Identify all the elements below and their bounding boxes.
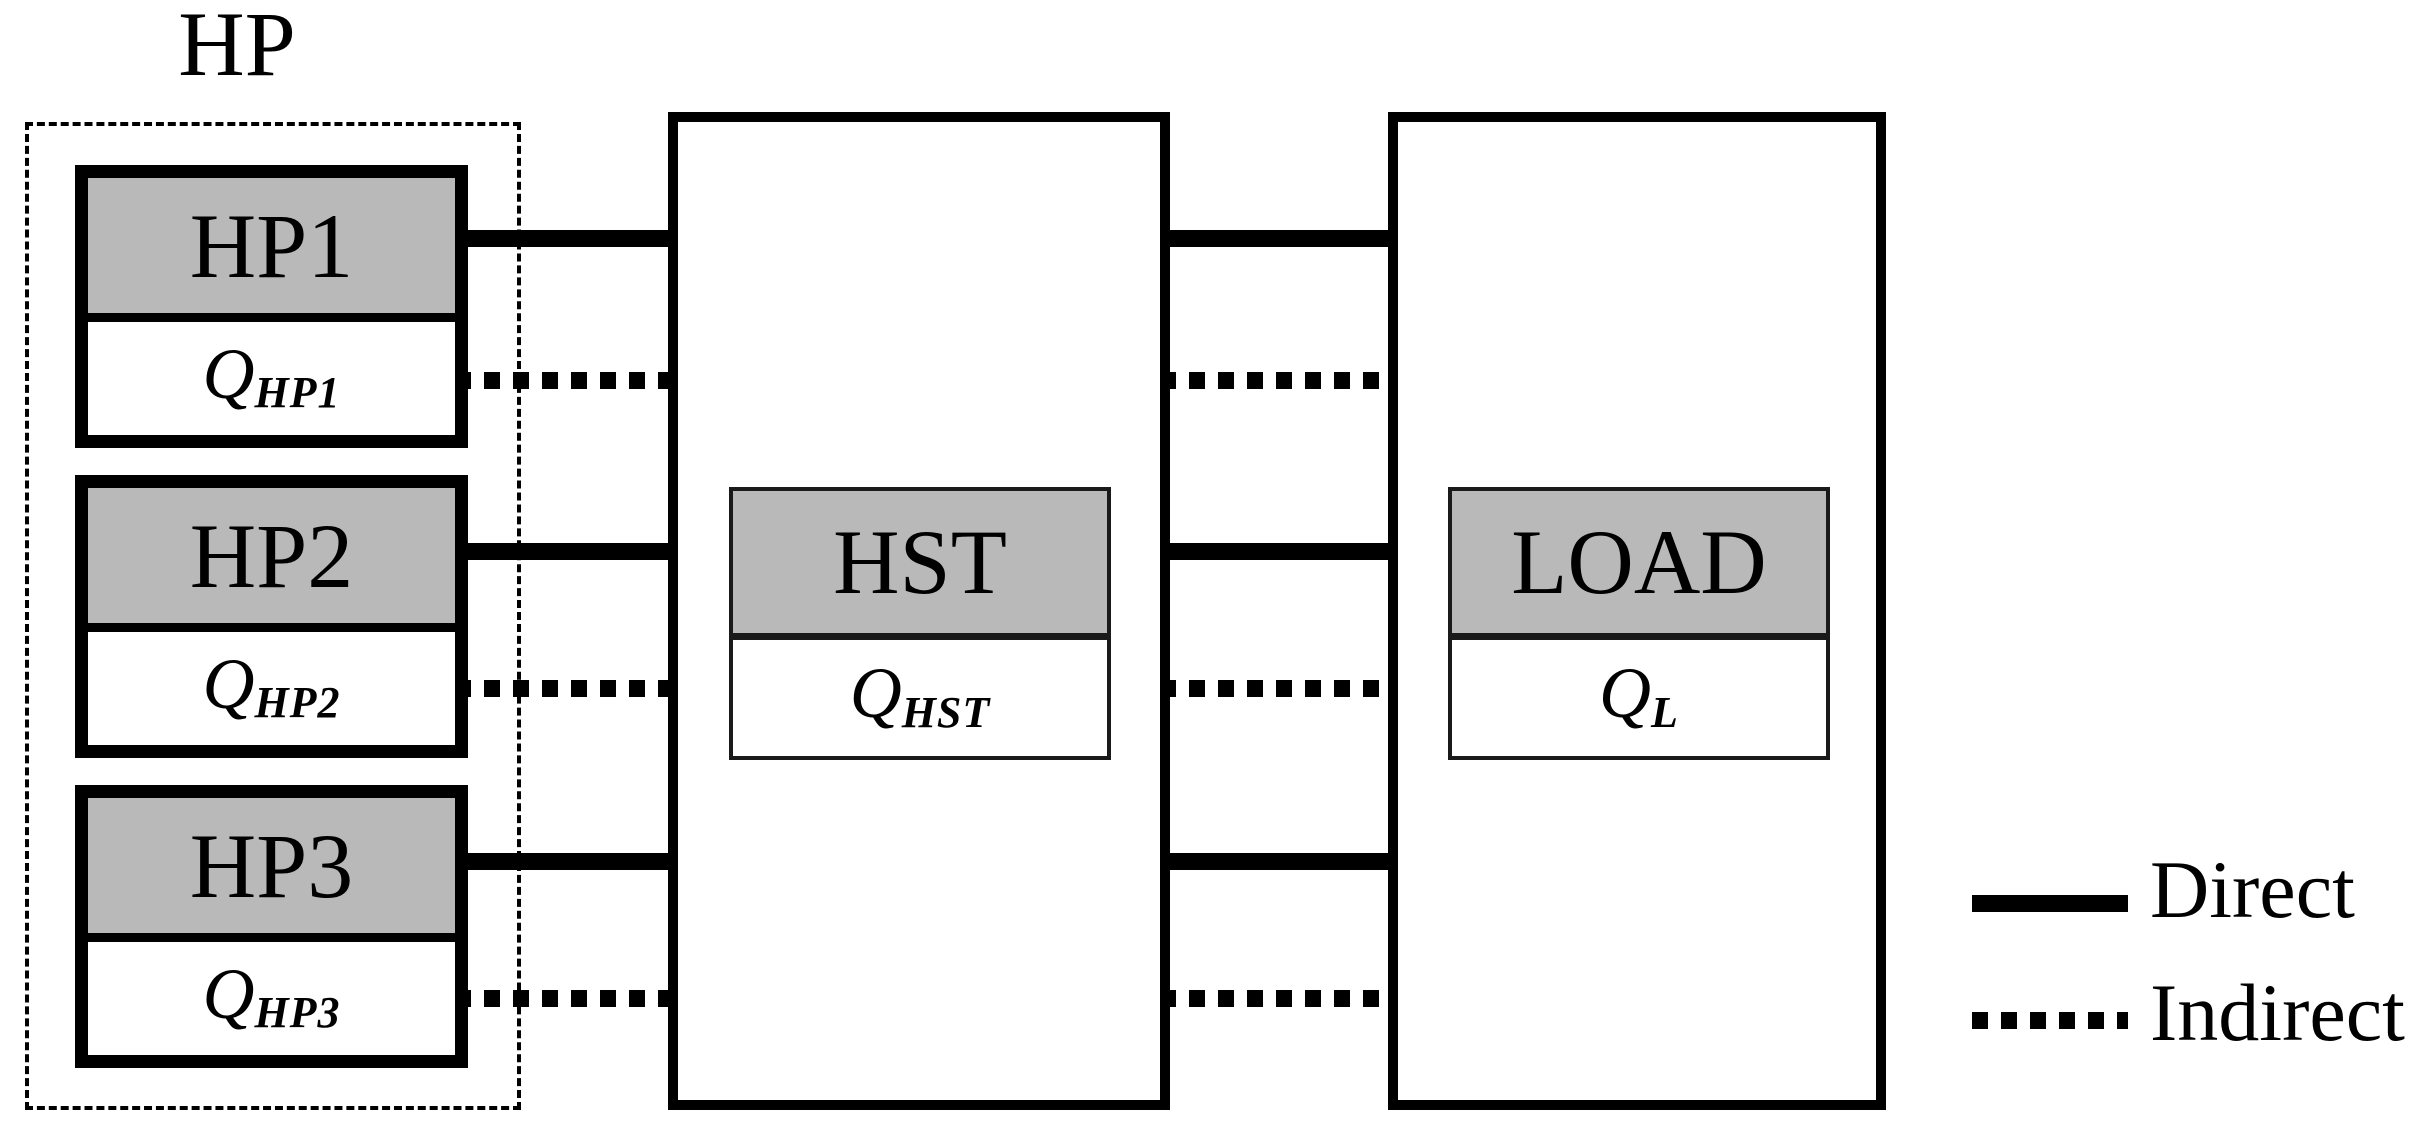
hst-inner-block: HST QHST: [729, 487, 1111, 760]
hp1-block: HP1 QHP1: [75, 165, 468, 448]
load-inner-block: LOAD QL: [1448, 487, 1830, 760]
hp1-hst-indirect-line: [455, 372, 678, 389]
hp1-q-label: QHP1: [202, 333, 341, 418]
hp2-hst-direct-line: [455, 543, 678, 560]
hp-group-dashed-boundary: [25, 122, 521, 1110]
hst-load-indirect-line-1: [1160, 372, 1398, 389]
hp2-q-label: QHP2: [202, 643, 341, 728]
legend-direct-line-sample: [1972, 895, 2128, 912]
hp2-q-cell: QHP2: [88, 632, 455, 745]
load-header: LOAD: [1452, 491, 1826, 640]
hp2-hst-indirect-line: [455, 680, 678, 697]
hp2-header: HP2: [88, 488, 455, 632]
hp3-hst-indirect-line: [455, 990, 678, 1007]
hst-box: HST QHST: [668, 112, 1170, 1110]
hp2-block: HP2 QHP2: [75, 475, 468, 758]
legend-direct-label: Direct: [2150, 844, 2355, 935]
hst-q-label: QHST: [849, 653, 991, 737]
hp1-hst-direct-line: [455, 230, 678, 247]
hst-load-direct-line-2: [1160, 543, 1398, 560]
legend-indirect-line-sample: [1972, 1012, 2128, 1029]
hp3-header: HP3: [88, 798, 455, 942]
hst-q-cell: QHST: [733, 640, 1107, 756]
hp1-header: HP1: [88, 178, 455, 322]
hp3-q-cell: QHP3: [88, 942, 455, 1055]
hp3-q-label: QHP3: [202, 953, 341, 1038]
load-q-cell: QL: [1452, 640, 1826, 756]
load-box: LOAD QL: [1388, 112, 1886, 1110]
hst-load-indirect-line-3: [1160, 990, 1398, 1007]
hp3-hst-direct-line: [455, 853, 678, 870]
hst-load-indirect-line-2: [1160, 680, 1398, 697]
hp1-q-cell: QHP1: [88, 322, 455, 435]
hp-group-label: HP: [178, 0, 296, 95]
hst-header: HST: [733, 491, 1107, 640]
load-q-label: QL: [1599, 653, 1679, 737]
hp3-block: HP3 QHP3: [75, 785, 468, 1068]
hst-load-direct-line-1: [1160, 230, 1398, 247]
legend-indirect-label: Indirect: [2150, 967, 2405, 1058]
hst-load-direct-line-3: [1160, 853, 1398, 870]
